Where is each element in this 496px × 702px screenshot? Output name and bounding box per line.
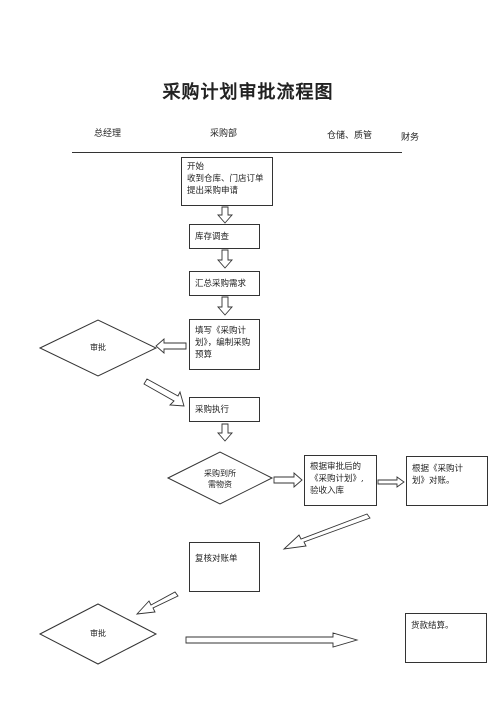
arrow-right-to-reconcile (377, 476, 405, 488)
arrow-down-3 (217, 296, 233, 316)
start-label-line1: 开始 (187, 162, 205, 172)
column-header-warehouse-quality: 仓储、质管 (327, 131, 373, 141)
receive-box: 根据审批后的 《采购计划》, 验收入库 (304, 455, 377, 506)
arrow-down-2 (217, 249, 233, 269)
verify-statement-box: 复核对账单 (189, 542, 260, 592)
summarize-needs-label: 汇总采购需求 (195, 279, 247, 289)
arrow-approve-to-payment (185, 632, 359, 648)
arrow-down-1 (217, 206, 233, 224)
approve-diamond-2 (38, 603, 158, 665)
arrow-down-4 (217, 423, 233, 442)
summarize-needs-box: 汇总采购需求 (189, 271, 260, 296)
header-divider (72, 152, 402, 153)
plan-box: 填写《采购计 划》，编制采购 预算 (189, 319, 260, 370)
start-label-line3: 提出采购申请 (187, 186, 239, 196)
plan-label-line1: 填写《采购计 (195, 326, 247, 336)
verify-statement-label: 复核对账单 (195, 554, 238, 564)
arrow-verify-to-approve (135, 591, 179, 615)
approve-diamond-1 (38, 319, 158, 377)
execute-box: 采购执行 (189, 397, 260, 422)
reconcile-box: 根据《采购计 划》对账。 (406, 456, 488, 506)
column-header-finance: 财务 (401, 133, 420, 143)
execute-label: 采购执行 (195, 405, 230, 415)
receive-label-line3: 验收入库 (310, 486, 345, 496)
payment-label: 货款结算。 (411, 621, 454, 631)
approve-label-2: 审批 (90, 629, 106, 638)
receive-label-line2: 《采购计划》, (310, 474, 364, 484)
arrival-label-line2: 需物资 (208, 480, 232, 489)
arrival-label-line1: 采购到所 (204, 469, 236, 478)
start-label-line2: 收到仓库、门店订单 (187, 174, 264, 184)
arrow-receive-to-verify (282, 513, 371, 550)
plan-label-line3: 预算 (195, 350, 213, 360)
receive-label-line1: 根据审批后的 (310, 462, 362, 472)
reconcile-label-line1: 根据《采购计 (412, 464, 464, 474)
arrival-label: 采购到所 需物资 (195, 468, 245, 490)
inventory-check-label: 库存调查 (195, 232, 230, 242)
column-header-general-manager: 总经理 (94, 129, 122, 139)
inventory-check-box: 库存调查 (189, 224, 260, 249)
arrow-right-to-receive (273, 472, 303, 488)
arrival-diamond (166, 451, 274, 505)
approve-label-1: 审批 (90, 343, 106, 352)
arrow-approve-to-execute (143, 378, 185, 407)
start-box: 开始 收到仓库、门店订单 提出采购申请 (181, 157, 273, 206)
payment-box: 货款结算。 (405, 613, 487, 663)
plan-label-line2: 划》，编制采购 (195, 338, 251, 348)
reconcile-label-line2: 划》对账。 (412, 476, 455, 486)
arrow-left-to-approve (155, 338, 187, 354)
column-header-purchasing: 采购部 (210, 129, 238, 139)
page-title: 采购计划审批流程图 (162, 82, 334, 103)
